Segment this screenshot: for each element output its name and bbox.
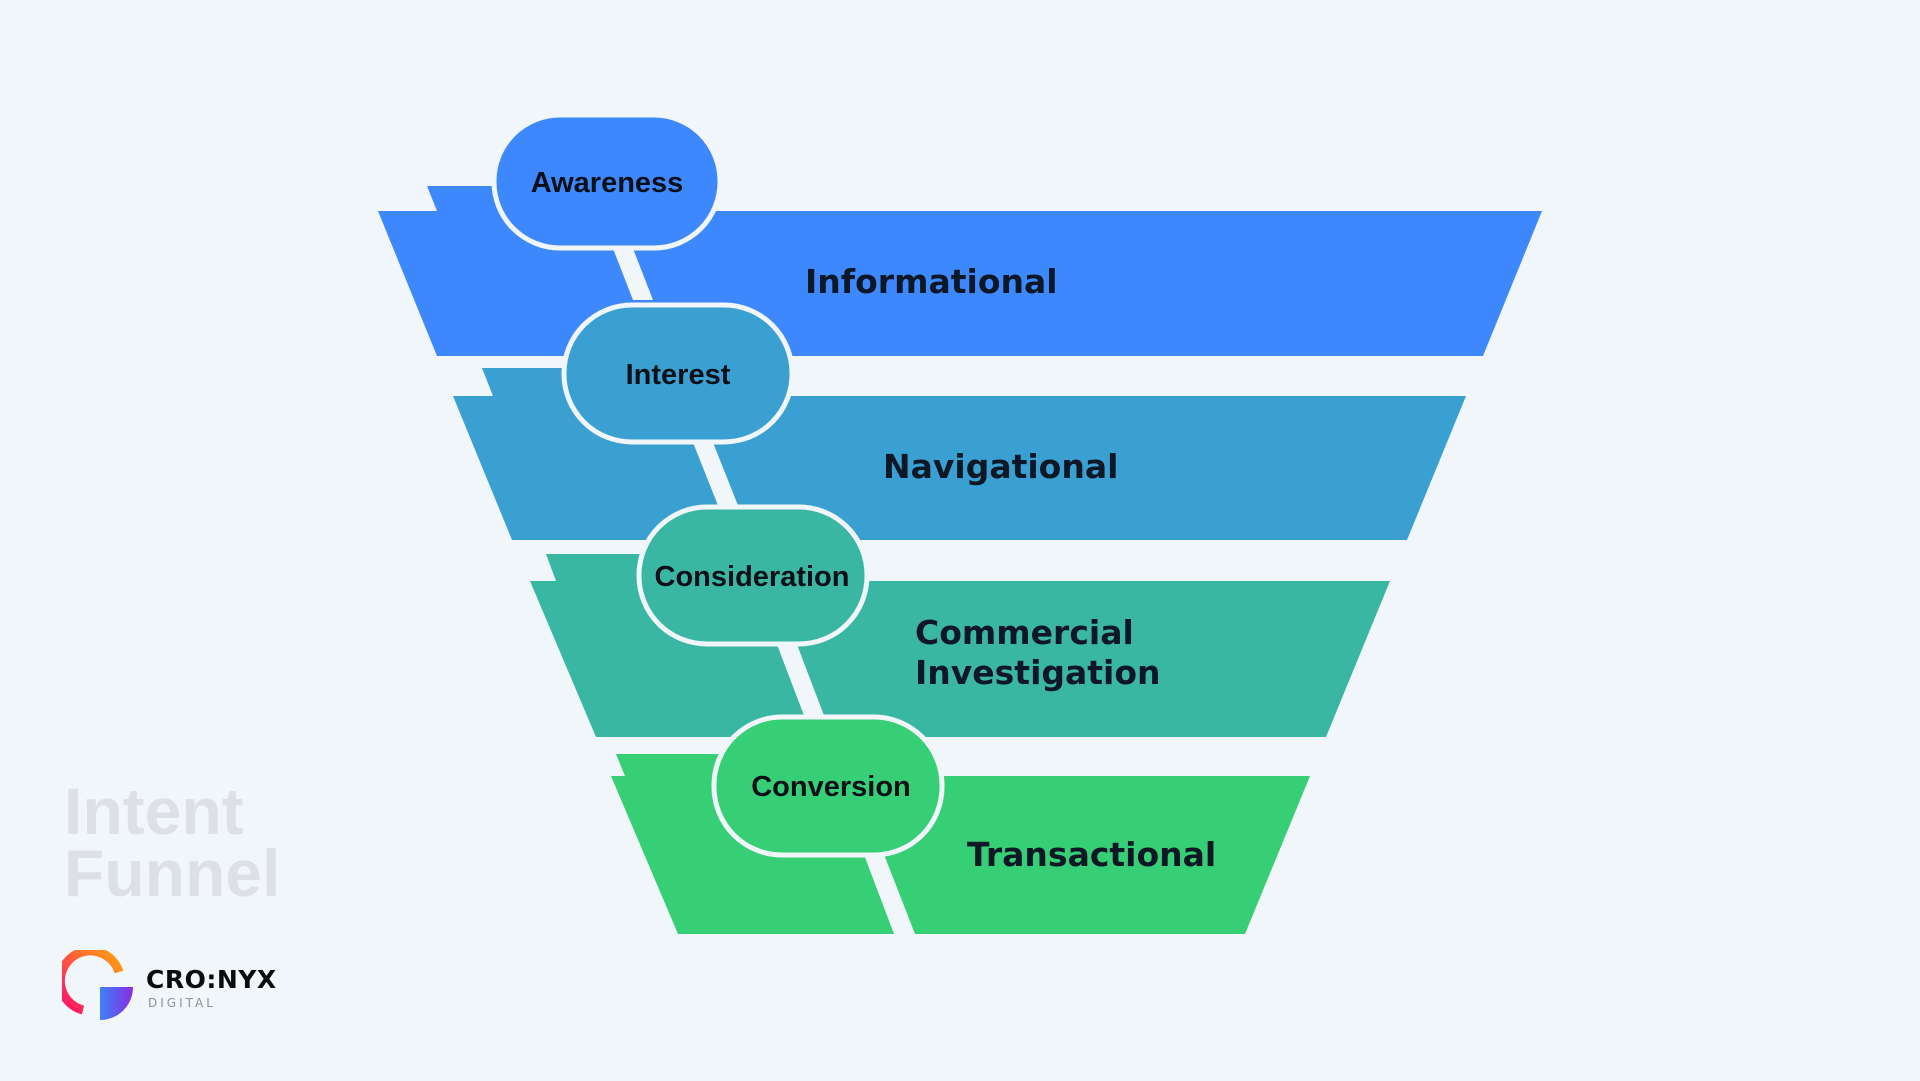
intent-label-transactional: Transactional (967, 835, 1216, 874)
pill-shape (711, 714, 945, 858)
pill-shape (561, 302, 795, 445)
title-line-2: Funnel (64, 836, 281, 910)
stage-pill-awareness: Awareness (491, 112, 723, 251)
intent-label-informational: Informational (805, 262, 1058, 301)
diagram-title: Intent Funnel (64, 774, 281, 910)
pill-shape (491, 112, 723, 251)
intent-label-commercial: Commercial (915, 613, 1134, 652)
stage-label-consideration: Consideration (655, 561, 850, 593)
stage-label-awareness: Awareness (531, 167, 684, 199)
connector-gap (776, 642, 825, 718)
stage-pill-interest: Interest (561, 302, 795, 445)
stage-pill-conversion: Conversion (711, 714, 945, 858)
title-line-1: Intent (64, 774, 244, 848)
intent-label-navigational: Navigational (883, 447, 1118, 486)
connector-gap (863, 852, 915, 934)
connector-gap (612, 246, 653, 300)
pill-shape (636, 504, 870, 647)
stage-pill-consideration: Consideration (636, 504, 870, 647)
brand-subtitle: DIGITAL (148, 996, 216, 1010)
intent-label-investigation: Investigation (915, 653, 1161, 692)
brand-name: CRO:NYX (146, 965, 277, 994)
connector-gap (692, 440, 739, 508)
stage-label-conversion: Conversion (751, 771, 911, 803)
stage-label-interest: Interest (626, 359, 731, 391)
brand-logo: CRO:NYX DIGITAL (62, 950, 322, 1025)
logo-mark-icon (62, 950, 133, 1020)
